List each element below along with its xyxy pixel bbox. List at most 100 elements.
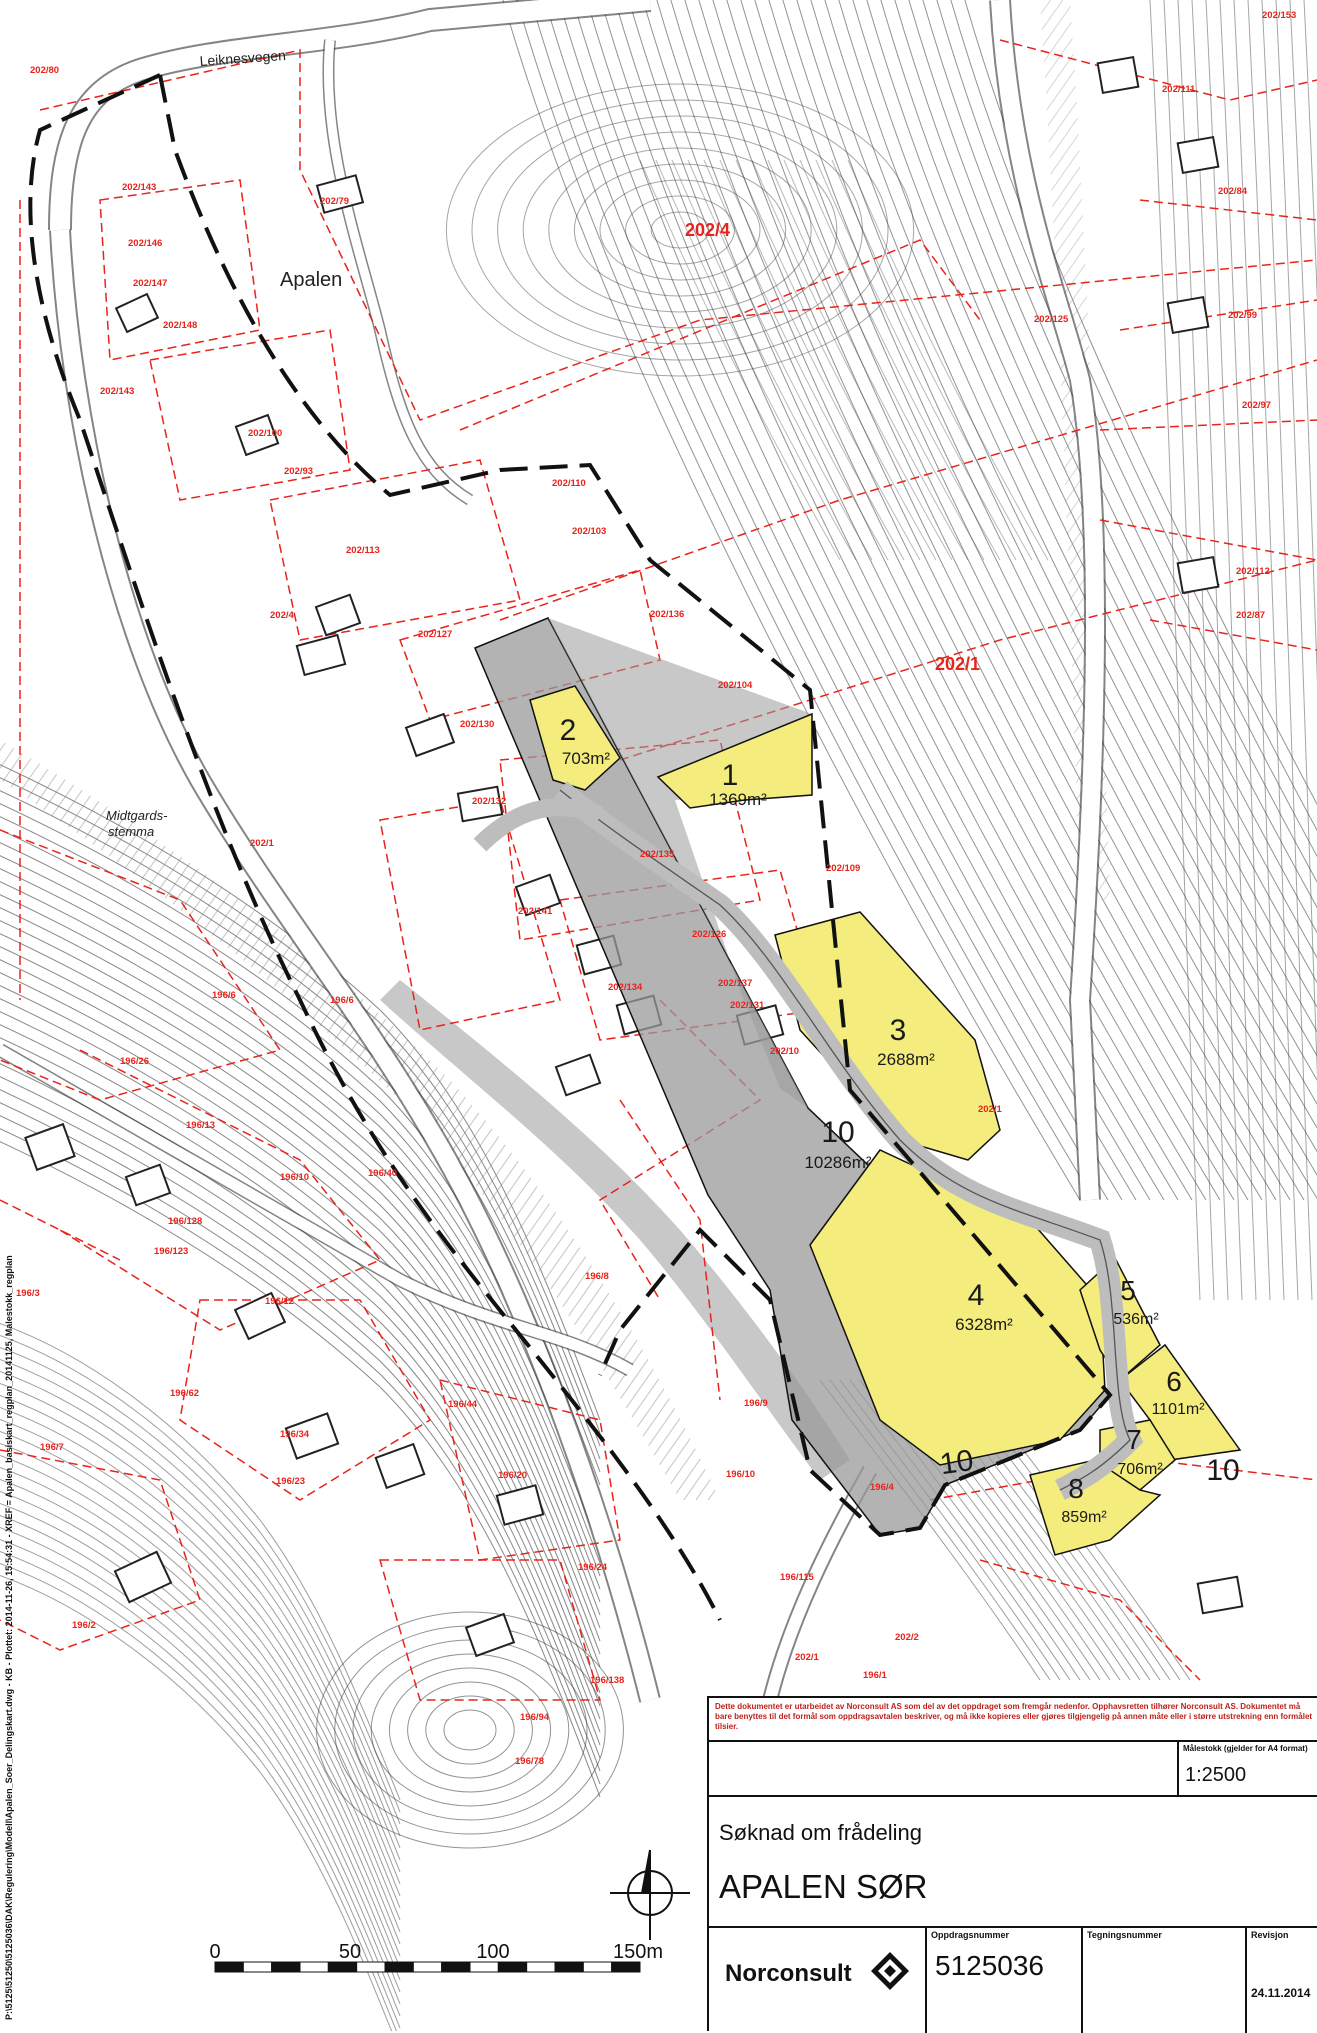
- parcel-labels: 202/4202/1202/80202/79202/143202/146202/…: [16, 10, 1296, 1767]
- scale-bar-segment: [582, 1961, 613, 1973]
- parcel-label: 202/111: [1162, 84, 1196, 95]
- scale-bar-segment: [611, 1961, 641, 1973]
- plot-1-shape: [656, 712, 813, 809]
- place-label-midtgards-2: stemma: [108, 824, 154, 839]
- scale-bar-segment: [554, 1961, 584, 1973]
- company-name: Norconsult: [725, 1960, 852, 1987]
- plot-label-7: 7: [1126, 1424, 1142, 1455]
- scale-bar-segment: [469, 1961, 499, 1973]
- plot-labels: 2 703m² 1 1369m² 3 2688m² 10 10286m² 4 6…: [560, 714, 1240, 1526]
- parcel-label: 202/136: [650, 609, 684, 620]
- parcel-label: 202/112: [1236, 566, 1270, 577]
- plot-area-1: 1369m²: [709, 790, 767, 809]
- parcel-label: 202/135: [640, 849, 675, 860]
- revision-label: Revisjon: [1251, 1930, 1289, 1940]
- parcel-label: 202/1: [935, 654, 980, 674]
- parcel-label: 196/10: [726, 1469, 755, 1480]
- parcel-label: 196/8: [585, 1271, 609, 1282]
- parcel-label: 202/131: [730, 1000, 765, 1011]
- parcel-label: 202/134: [608, 982, 643, 993]
- scale-bar-segment: [526, 1961, 556, 1973]
- parcel-label: 196/123: [154, 1246, 188, 1257]
- parcel-label: 202/87: [1236, 610, 1265, 621]
- parcel-label: 202/125: [1034, 314, 1069, 325]
- parcel-label: 196/10: [280, 1172, 309, 1183]
- parcel-label: 202/148: [163, 320, 197, 331]
- plot-label-8: 8: [1068, 1473, 1084, 1504]
- parcel-label: 202/4: [270, 610, 294, 621]
- parcel-label: 196/6: [212, 990, 236, 1001]
- project-number-label: Oppdragsnummer: [931, 1930, 1010, 1940]
- parcel-label: 202/109: [826, 863, 860, 874]
- norconsult-logo-icon: [871, 1952, 909, 1990]
- plot-label-3: 3: [890, 1014, 907, 1047]
- parcel-label: 202/143: [100, 386, 134, 397]
- parcel-label: 196/6: [330, 995, 354, 1006]
- scale-tick-50: 50: [339, 1941, 361, 1963]
- parcel-label: 202/93: [284, 466, 313, 477]
- drawing-title: APALEN SØR: [719, 1868, 928, 1905]
- parcel-label: 202/80: [30, 65, 59, 76]
- north-arrow: [610, 1849, 690, 1940]
- place-label-apalen: Apalen: [280, 269, 342, 291]
- parcel-label: 196/1: [863, 1670, 887, 1681]
- parcel-label: 196/78: [515, 1756, 544, 1767]
- parcel-label: 202/143: [122, 182, 156, 193]
- scale-bar-segment: [497, 1961, 528, 1973]
- parcel-label: 196/94: [520, 1712, 550, 1723]
- plot-label-10-west: 10: [938, 1444, 976, 1481]
- parcel-label: 202/137: [718, 978, 752, 989]
- parcel-label: 202/110: [552, 478, 586, 489]
- plot-area-8: 859m²: [1061, 1509, 1107, 1526]
- scale-bar-segment: [356, 1961, 386, 1973]
- place-labels: Leiknesvegen Apalen Midtgards- stemma: [106, 47, 342, 839]
- plot-area-5: 536m²: [1113, 1311, 1159, 1328]
- plot-shapes: [529, 685, 1242, 1556]
- parcel-label: 202/97: [1242, 400, 1271, 411]
- file-path-margin: P:\5125\51250\5125036\DAK\Regulering\Mod…: [4, 1255, 14, 2020]
- scale-bar-segment: [214, 1961, 244, 1973]
- plot-label-10: 10: [821, 1116, 854, 1149]
- parcel-label: 202/10: [770, 1046, 799, 1057]
- parcel-label: 196/13: [186, 1120, 215, 1131]
- scale-bar-segment: [441, 1961, 471, 1973]
- parcel-label: 202/104: [718, 680, 753, 691]
- parcel-label: 196/24: [578, 1562, 608, 1573]
- parcel-label: 202/141: [518, 906, 553, 917]
- plot-label-10-east: 10: [1206, 1454, 1239, 1487]
- parcel-label: 202/153: [1262, 10, 1296, 21]
- parcel-label: 196/34: [280, 1429, 310, 1440]
- scale-value: 1:2500: [1185, 1764, 1247, 1786]
- scale-bar-segment: [384, 1961, 414, 1973]
- parcel-label: 196/20: [498, 1470, 527, 1481]
- scale-tick-150: 150m: [613, 1941, 663, 1963]
- parcel-label: 202/127: [418, 629, 452, 640]
- parcel-label: 196/138: [590, 1675, 624, 1686]
- scale-bar-segment: [412, 1961, 443, 1973]
- parcel-label: 202/4: [685, 220, 730, 240]
- parcel-label: 196/7: [40, 1442, 64, 1453]
- parcel-label: 196/4: [870, 1482, 894, 1493]
- title-block: Dette dokumentet er utarbeidet av Norcon…: [707, 1696, 1317, 2033]
- parcel-label: 196/115: [780, 1572, 815, 1583]
- parcel-label: 202/1: [250, 838, 274, 849]
- plot-area-3: 2688m²: [877, 1050, 935, 1069]
- parcel-label: 202/113: [346, 545, 380, 556]
- parcel-label: 202/1: [978, 1104, 1002, 1115]
- scale-bar-segments: [214, 1961, 641, 1973]
- place-label-midtgards-1: Midtgards-: [106, 808, 168, 823]
- parcel-label: 202/100: [248, 428, 282, 439]
- parcel-label: 202/79: [320, 196, 349, 207]
- parcel-label: 202/146: [128, 238, 162, 249]
- plot-label-4: 4: [968, 1279, 985, 1312]
- scale-tick-0: 0: [209, 1941, 220, 1963]
- plot-2-shape: [529, 685, 621, 791]
- plot-area-4: 6328m²: [955, 1315, 1013, 1334]
- scale-bar-segment: [271, 1961, 301, 1973]
- plot-label-6: 6: [1166, 1366, 1182, 1397]
- parcel-label: 196/128: [168, 1216, 202, 1227]
- parcel-label: 196/9: [744, 1398, 768, 1409]
- scale-bar-segment: [327, 1961, 358, 1973]
- parcel-label: 202/2: [895, 1632, 919, 1643]
